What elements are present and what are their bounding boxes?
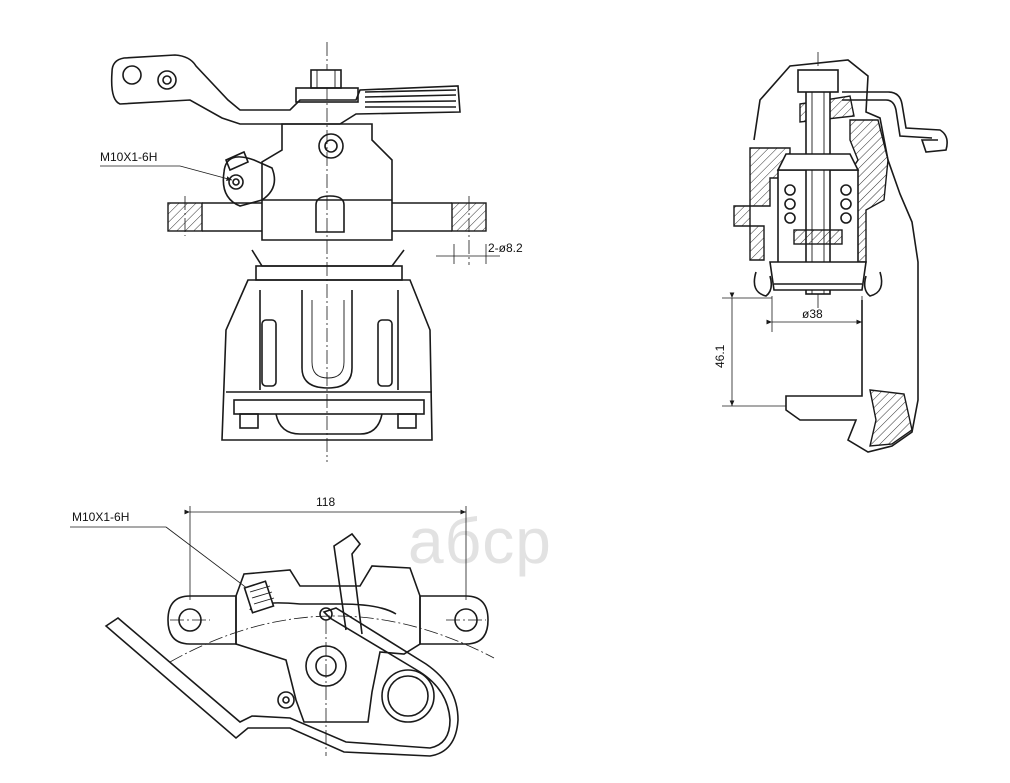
- section-top-nut: [797, 69, 839, 93]
- bracket-hole-right: [157, 70, 177, 90]
- top-bleeder: [243, 580, 275, 614]
- top-view: 118 M10X1-6H: [70, 495, 495, 757]
- top-mount-ear-right: [419, 595, 489, 645]
- front-holes-callout: 2-ø8.2: [436, 241, 523, 264]
- section-housing-outline: [753, 59, 919, 453]
- top-lever-wire: [104, 607, 459, 757]
- front-bleeder: [222, 150, 276, 207]
- bore-diameter-label: ø38: [802, 307, 823, 321]
- front-thread-label: M10X1-6H: [100, 150, 157, 164]
- front-bracket: [110, 54, 461, 125]
- front-mount-ear-right: [392, 202, 487, 232]
- front-lower-body: [221, 249, 433, 441]
- section-view: ø38 46.1: [713, 52, 948, 453]
- front-view: M10X1-6H 2-ø8.2: [100, 42, 523, 462]
- front-upper-housing: [261, 123, 393, 241]
- section-piston-assembly: [753, 69, 883, 297]
- top-thread-label: M10X1-6H: [72, 510, 129, 524]
- watermark: aбcp: [408, 505, 552, 577]
- top-width-dimension: 118: [184, 495, 467, 600]
- bracket-hole-left: [122, 65, 142, 85]
- offset-label: 46.1: [713, 344, 727, 368]
- top-mount-ear-left: [167, 595, 237, 645]
- width-label: 118: [316, 495, 335, 509]
- top-thread-callout: M10X1-6H: [70, 510, 261, 599]
- section-offset-dimension: 46.1: [713, 292, 786, 407]
- top-main-body: [235, 565, 421, 723]
- front-upper-boss: [318, 133, 344, 159]
- front-top-nut: [310, 69, 342, 89]
- top-piston-circle: [381, 669, 435, 723]
- front-mount-ear-left: [167, 202, 262, 232]
- section-lever-wire: [842, 91, 948, 153]
- section-bore-dimension: ø38: [766, 296, 863, 332]
- holes-label: 2-ø8.2: [488, 241, 523, 255]
- top-arc: [169, 615, 495, 663]
- front-thread-callout: M10X1-6H: [100, 150, 233, 181]
- watermark-text: aбcp: [408, 505, 552, 577]
